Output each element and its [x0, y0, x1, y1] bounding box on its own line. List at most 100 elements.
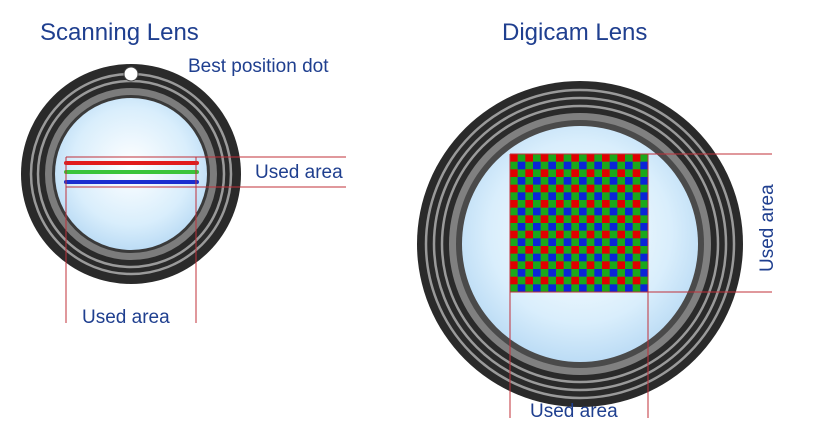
sensor-pixel — [579, 246, 587, 254]
sensor-pixel — [533, 238, 541, 247]
sensor-pixel — [548, 246, 557, 254]
sensor-pixel — [548, 200, 557, 208]
sensor-pixel — [563, 269, 572, 277]
sensor-pixel — [525, 192, 534, 201]
sensor-pixel — [517, 276, 526, 285]
sensor-pixel — [563, 215, 572, 224]
sensor-pixel — [510, 238, 518, 247]
sensor-pixel — [617, 261, 626, 270]
sensor-pixel — [586, 238, 595, 247]
sensor-pixel — [609, 230, 618, 239]
sensor-pixel — [556, 192, 564, 201]
sensor-pixel — [625, 184, 633, 193]
sensor-pixel — [571, 192, 580, 201]
sensor-pixel — [609, 184, 618, 193]
sensor-pixel — [517, 154, 526, 162]
sensor-pixel — [579, 253, 587, 262]
sensor-pixel — [625, 223, 633, 231]
sensor-pixel — [517, 284, 526, 293]
sensor-pixel — [510, 269, 518, 277]
sensor-pixel — [540, 169, 549, 178]
sensor-pixel — [525, 261, 534, 270]
sensor-pixel — [525, 223, 534, 231]
sensor-pixel — [510, 161, 518, 170]
sensor-pixel — [632, 177, 641, 185]
sensor-pixel — [625, 276, 633, 285]
sensor-pixel — [625, 177, 633, 185]
sensor-pixel — [533, 215, 541, 224]
sensor-pixel — [525, 177, 534, 185]
sensor-pixel — [609, 238, 618, 247]
sensor-pixel — [548, 253, 557, 262]
sensor-pixel — [602, 215, 610, 224]
sensor-pixel — [510, 230, 518, 239]
sensor-pixel — [540, 246, 549, 254]
sensor-pixel — [556, 223, 564, 231]
sensor-pixel — [571, 169, 580, 178]
sensor-pixel — [525, 284, 534, 293]
sensor-pixel — [510, 192, 518, 201]
sensor-pixel — [640, 276, 649, 285]
sensor-pixel — [609, 223, 618, 231]
sensor-pixel — [517, 169, 526, 178]
sensor-pixel — [525, 276, 534, 285]
sensor-pixel — [632, 169, 641, 178]
sensor-pixel — [640, 269, 649, 277]
scanning-lens-title: Scanning Lens — [40, 19, 199, 46]
sensor-pixel — [563, 184, 572, 193]
sensor-pixel — [533, 246, 541, 254]
sensor-pixel — [533, 253, 541, 262]
sensor-pixel — [609, 154, 618, 162]
sensor-pixel — [594, 276, 603, 285]
digicam-lens-title: Digicam Lens — [502, 19, 647, 46]
sensor-pixel — [510, 261, 518, 270]
sensor-pixel — [602, 269, 610, 277]
sensor-pixel — [594, 269, 603, 277]
sensor-pixel — [548, 154, 557, 162]
sensor-pixel — [525, 246, 534, 254]
sensor-pixel — [609, 200, 618, 208]
sensor-pixel — [602, 192, 610, 201]
sensor-pixel — [556, 230, 564, 239]
sensor-pixel — [533, 276, 541, 285]
best-position-dot — [123, 66, 139, 82]
sensor-pixel — [517, 230, 526, 239]
sensor-pixel — [640, 246, 649, 254]
sensor-pixel — [625, 269, 633, 277]
sensor-pixel — [586, 223, 595, 231]
sensor-pixel — [594, 161, 603, 170]
sensor-pixel — [594, 192, 603, 201]
sensor-pixel — [632, 230, 641, 239]
sensor-pixel — [571, 177, 580, 185]
sensor-pixel — [563, 177, 572, 185]
sensor-pixel — [510, 177, 518, 185]
sensor-pixel — [548, 284, 557, 293]
sensor-pixel — [517, 261, 526, 270]
sensor-pixel — [533, 161, 541, 170]
sensor-grid — [510, 154, 649, 293]
sensor-pixel — [525, 230, 534, 239]
sensor-pixel — [548, 230, 557, 239]
sensor-pixel — [510, 284, 518, 293]
sensor-pixel — [617, 200, 626, 208]
sensor-pixel — [586, 276, 595, 285]
sensor-pixel — [563, 230, 572, 239]
sensor-pixel — [617, 269, 626, 277]
sensor-pixel — [640, 200, 649, 208]
sensor-pixel — [563, 200, 572, 208]
sensor-pixel — [540, 230, 549, 239]
sensor-pixel — [617, 238, 626, 247]
sensor-pixel — [632, 276, 641, 285]
sensor-pixel — [609, 161, 618, 170]
sensor-pixel — [571, 184, 580, 193]
sensor-pixel — [594, 184, 603, 193]
sensor-pixel — [617, 177, 626, 185]
sensor-pixel — [586, 284, 595, 293]
sensor-pixel — [602, 200, 610, 208]
sensor-pixel — [602, 177, 610, 185]
sensor-pixel — [571, 200, 580, 208]
sensor-pixel — [640, 223, 649, 231]
sensor-pixel — [632, 253, 641, 262]
sensor-pixel — [556, 177, 564, 185]
sensor-pixel — [625, 192, 633, 201]
